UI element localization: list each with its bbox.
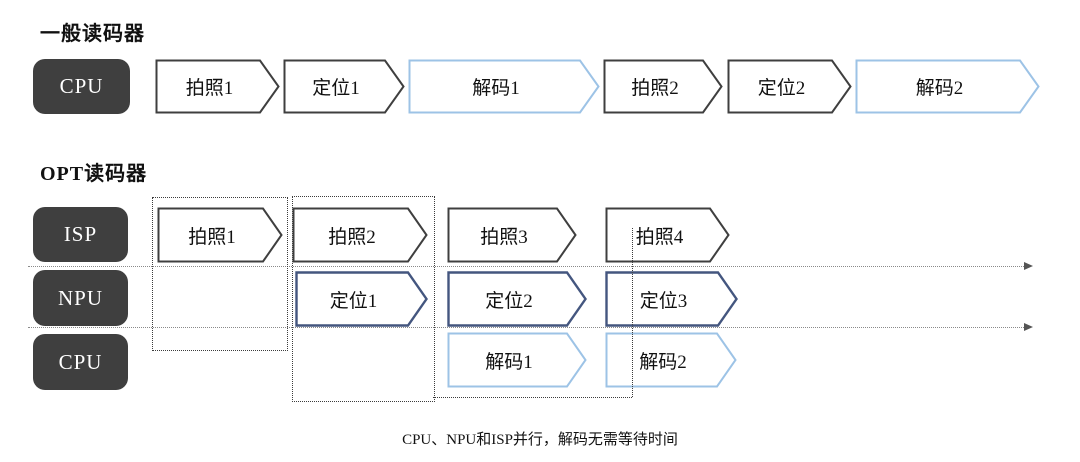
task-label: 解码2 bbox=[915, 78, 964, 99]
task-chevron: 定位1 bbox=[295, 271, 428, 327]
task-label: 拍照1 bbox=[188, 226, 236, 248]
task-chevron: 拍照2 bbox=[292, 207, 428, 263]
processor-badge-cpu-opt: CPU bbox=[33, 334, 128, 390]
task-label: 定位2 bbox=[757, 78, 806, 99]
timeline-axis-npu-cpu bbox=[28, 323, 1033, 331]
frame-group-outline-3-bottom bbox=[433, 397, 632, 398]
task-chevron: 拍照3 bbox=[447, 207, 577, 263]
task-label: 解码2 bbox=[639, 351, 687, 373]
task-label: 定位2 bbox=[485, 290, 533, 312]
opt-reader-title: OPT读码器 bbox=[40, 163, 148, 185]
processor-badge-isp: ISP bbox=[33, 207, 128, 262]
task-label: 拍照2 bbox=[328, 226, 376, 248]
processor-badge-cpu-general: CPU bbox=[33, 59, 130, 114]
caption-text: CPU、NPU和ISP并行，解码无需等待时间 bbox=[402, 432, 678, 448]
task-chevron: 拍照1 bbox=[155, 59, 280, 114]
task-chevron: 定位1 bbox=[283, 59, 405, 114]
task-chevron: 解码1 bbox=[408, 59, 600, 114]
task-chevron: 定位2 bbox=[447, 271, 587, 327]
task-chevron: 拍照4 bbox=[605, 207, 730, 263]
timeline-arrow-icon bbox=[1024, 323, 1033, 331]
frame-group-outline-1 bbox=[152, 197, 288, 351]
task-chevron: 解码1 bbox=[447, 332, 587, 388]
timeline-axis-isp-npu bbox=[28, 262, 1033, 270]
frame-group-outline-3-vertical bbox=[632, 228, 633, 397]
task-chevron: 解码2 bbox=[855, 59, 1040, 114]
task-chevron: 解码2 bbox=[605, 332, 737, 388]
timeline-arrow-icon bbox=[1024, 262, 1033, 270]
processor-badge-npu: NPU bbox=[33, 270, 128, 326]
task-chevron: 拍照2 bbox=[603, 59, 723, 114]
task-chevron: 定位3 bbox=[605, 271, 738, 327]
general-reader-title: 一般读码器 bbox=[40, 23, 145, 45]
task-label: 定位1 bbox=[312, 78, 360, 99]
frame-group-outline-2 bbox=[292, 196, 435, 402]
task-label: 解码1 bbox=[472, 78, 520, 99]
task-label: 拍照2 bbox=[631, 78, 679, 99]
task-label: 解码1 bbox=[485, 351, 533, 373]
task-label: 拍照4 bbox=[635, 226, 684, 248]
task-chevron: 拍照1 bbox=[157, 207, 283, 263]
task-label: 拍照1 bbox=[185, 78, 234, 99]
task-chevron: 定位2 bbox=[727, 59, 852, 114]
task-label: 定位3 bbox=[639, 290, 688, 312]
task-label: 定位1 bbox=[329, 290, 378, 312]
task-label: 拍照3 bbox=[480, 226, 528, 248]
